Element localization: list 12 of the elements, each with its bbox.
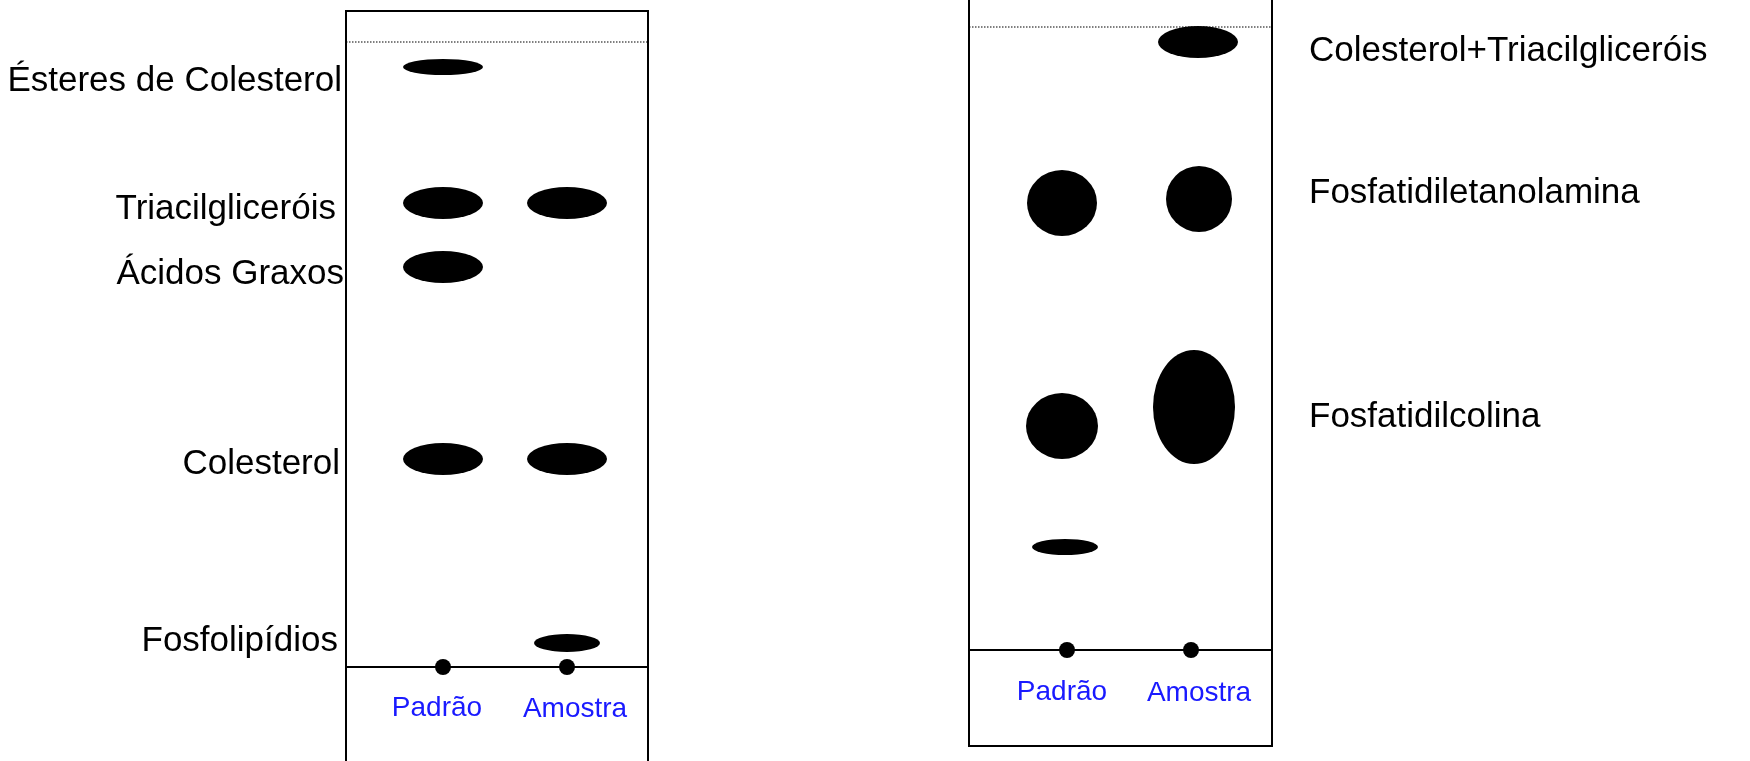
spot-label: Colesterol+Triacilgliceróis [1309, 30, 1708, 66]
lane-label: Amostra [522, 694, 628, 722]
lane-label: Padrão [1016, 677, 1108, 705]
spot-label: Triacilgliceróis [115, 188, 336, 224]
spot-label: Ésteres de Colesterol [7, 60, 342, 96]
spot-label: Fosfolipídios [141, 620, 338, 656]
spot-label: Fosfatidiletanolamina [1309, 172, 1640, 208]
lane-label: Amostra [1146, 678, 1252, 706]
spot-label: Colesterol [182, 443, 340, 479]
spot-label: Ácidos Graxos [116, 253, 344, 289]
lane-label: Padrão [391, 693, 483, 721]
spot-label: Fosfatidilcolina [1309, 396, 1541, 432]
